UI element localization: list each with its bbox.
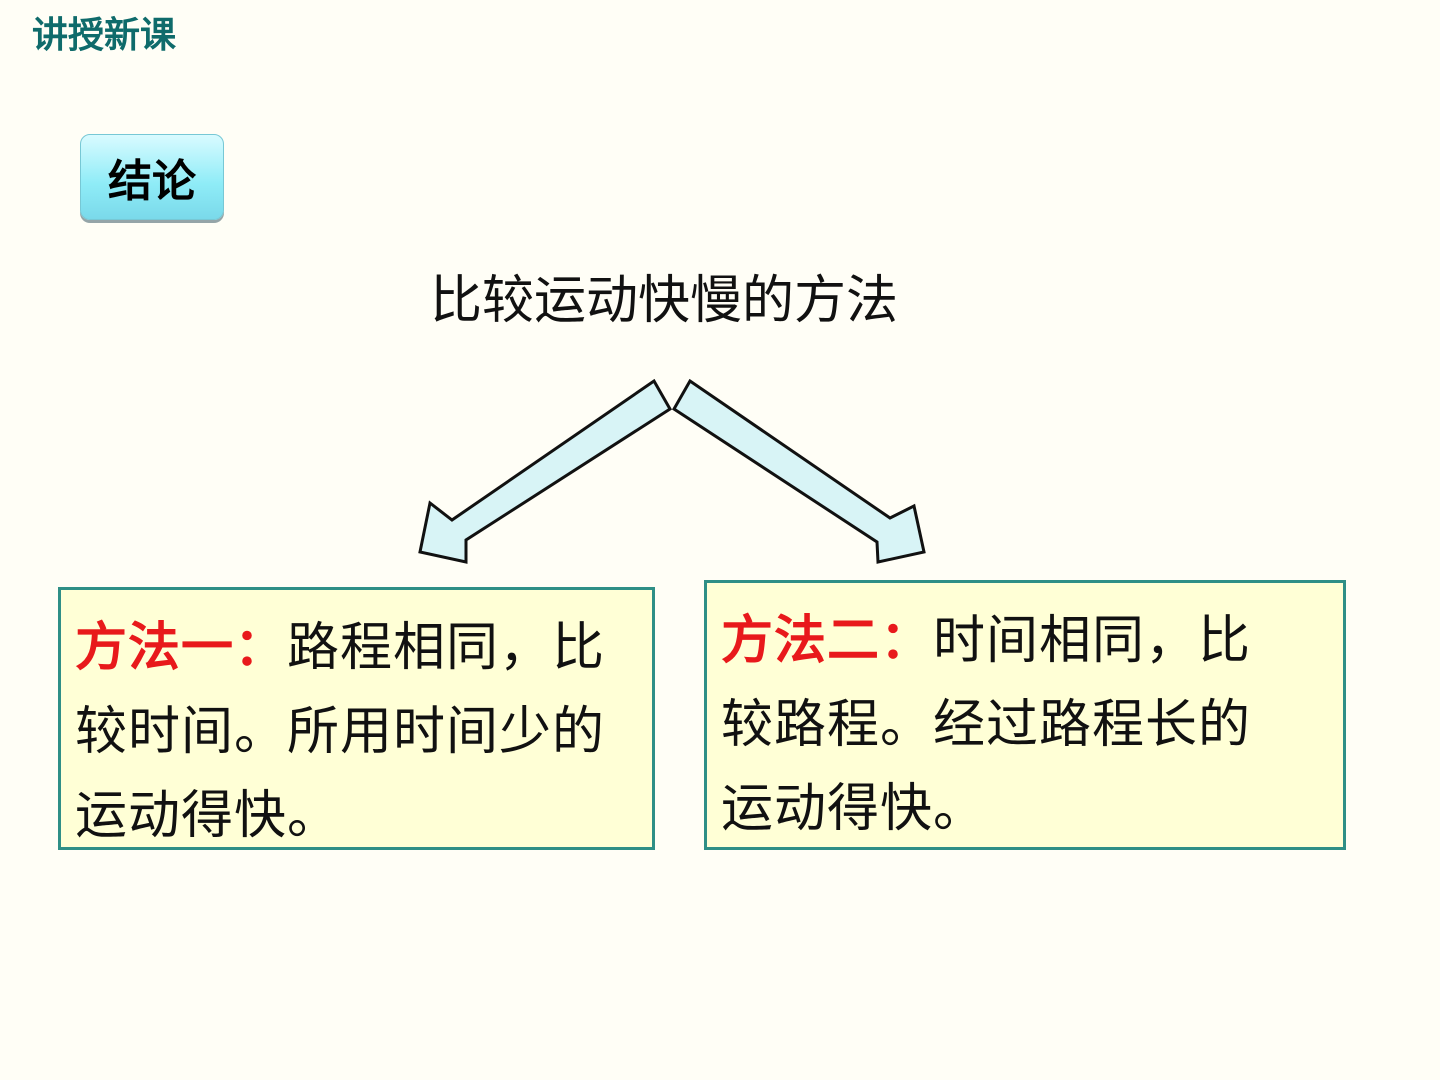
main-title: 比较运动快慢的方法 [430,271,899,331]
method-one-label: 方法一： [75,617,288,678]
left-arrow-icon [418,378,673,564]
method-two-text: 时间相同，比较路程。经过路程长的运动得快。 [721,611,1252,839]
lesson-header: 讲授新课 [32,15,177,56]
method-one-text: 路程相同，比较时间。所用时间少的运动得快。 [75,618,606,846]
conclusion-label: 结论 [108,156,196,207]
right-arrow-icon [671,378,926,564]
method-two-label: 方法二： [721,610,934,671]
method-one-box: 方法一：路程相同，比较时间。所用时间少的运动得快。 [58,587,655,850]
conclusion-badge: 结论 [80,134,224,220]
method-two-box: 方法二：时间相同，比较路程。经过路程长的运动得快。 [704,580,1346,850]
